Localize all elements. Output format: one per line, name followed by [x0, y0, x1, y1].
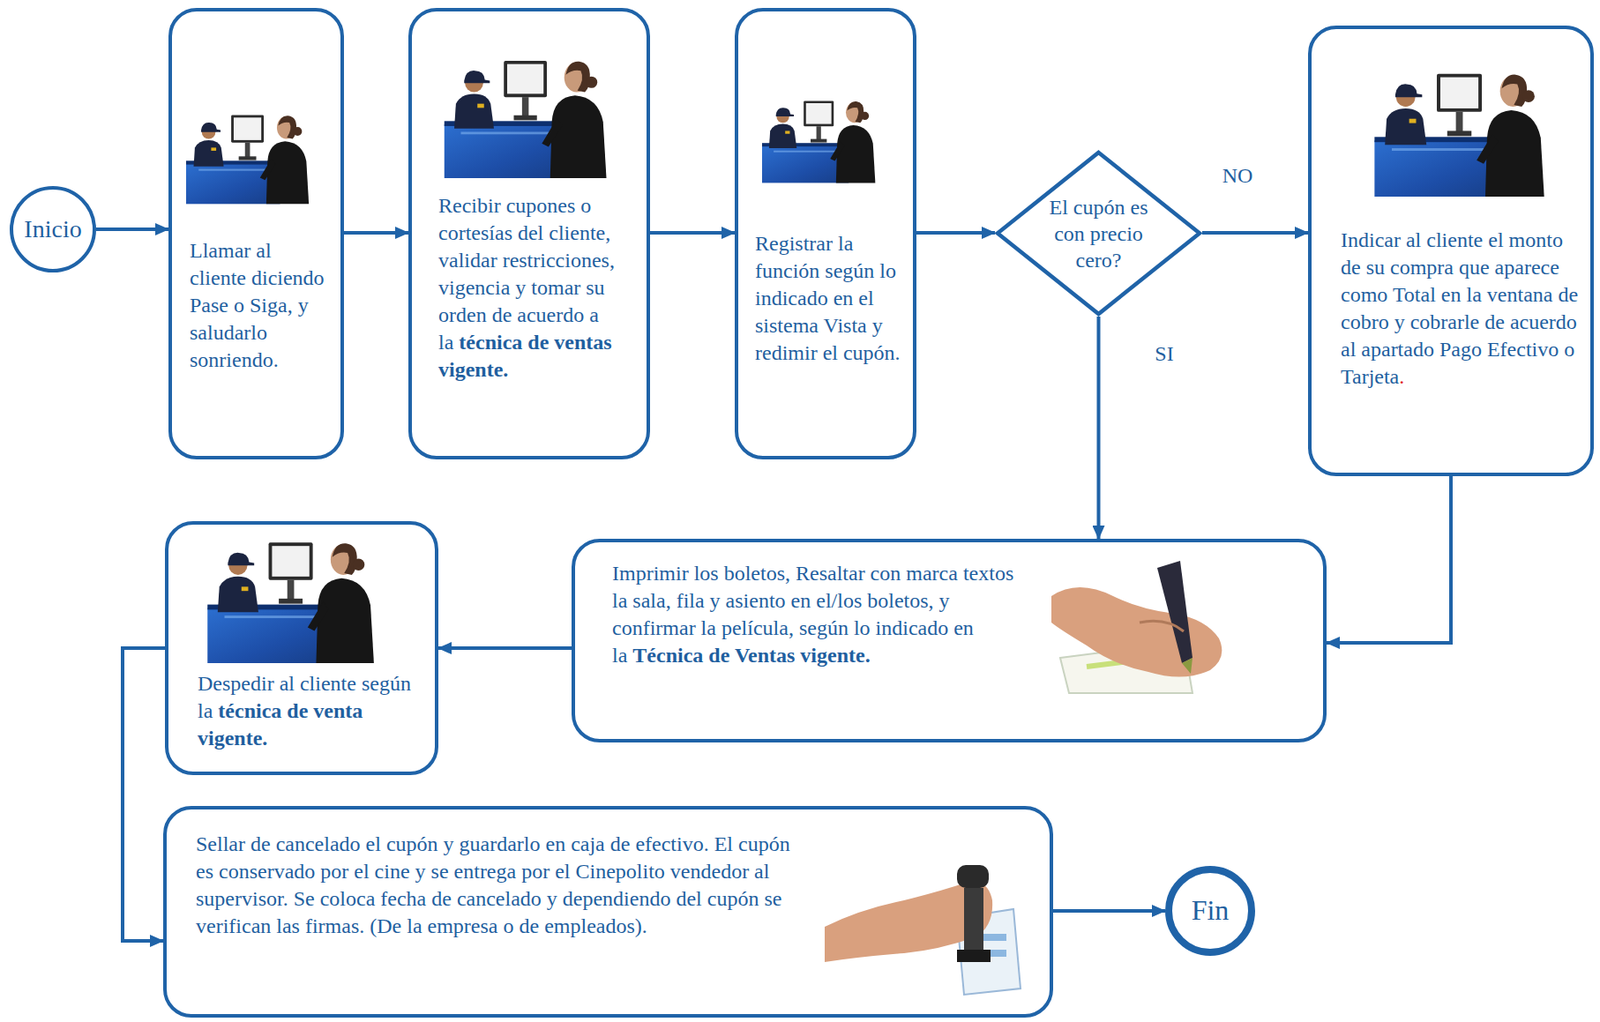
text-block: Inicio [23, 216, 82, 244]
counter-photo [1374, 74, 1544, 197]
text-block: Llamar al cliente diciendo Pase o Siga, … [189, 237, 330, 374]
flow-arrow [438, 646, 572, 651]
flow-arrow [96, 227, 169, 232]
diamond-shape [997, 152, 1200, 315]
counter-photo [186, 114, 309, 204]
node-text: Recibir cupones o cortesías del cliente,… [438, 194, 615, 354]
process-box: Indicar al cliente el monto de su compra… [1308, 25, 1594, 477]
node-text: Sellar de cancelado el cupón y guardarlo… [195, 832, 791, 938]
text-block: Sellar de cancelado el cupón y guardarlo… [195, 830, 794, 941]
flow-arrow [1202, 231, 1309, 235]
flow-arrow [1326, 476, 1451, 643]
node-text: Llamar al cliente diciendo Pase o Siga, … [189, 239, 325, 372]
end-circle: Fin [1165, 866, 1256, 957]
text-block: Fin [1191, 895, 1230, 927]
node-text: . [1398, 365, 1405, 389]
node-text: Registrar la función según lo indicado e… [755, 231, 901, 365]
stamp-hand [824, 865, 1021, 995]
text-block: Recibir cupones o cortesías del cliente,… [438, 192, 633, 384]
edge-label: NO [1219, 162, 1257, 189]
node-text: técnica de ventas vigente. [438, 330, 613, 382]
flow-arrow [343, 231, 409, 235]
decision-diamond: El cupón es con precio cero? [994, 149, 1203, 317]
process-box: Despedir al cliente según latécnica de v… [164, 521, 439, 776]
counter-photo [207, 542, 374, 664]
text-block: Indicar al cliente el monto de su compra… [1340, 226, 1580, 391]
flow-arrow [1097, 316, 1101, 539]
process-box: Recibir cupones o cortesías del cliente,… [408, 7, 651, 460]
text-block: Registrar la función según lo indicado e… [755, 230, 905, 367]
counter-photo [762, 100, 875, 183]
process-box: Imprimir los boletos, Resaltar con marca… [571, 538, 1327, 743]
node-text: El cupón es con precio cero? [1049, 195, 1149, 272]
node-text: Técnica de Ventas vigente. [632, 643, 870, 667]
text-block: Despedir al cliente según latécnica de v… [197, 670, 425, 753]
edge-label: SI [1151, 340, 1176, 367]
highlighter-hand [1051, 560, 1222, 694]
node-text: técnica de venta vigente. [197, 699, 363, 750]
start-circle: Inicio [9, 186, 97, 273]
text-block: El cupón es con precio cero? [1032, 194, 1166, 274]
process-box: Sellar de cancelado el cupón y guardarlo… [163, 806, 1054, 1018]
flow-arrow [916, 231, 995, 235]
counter-photo [444, 60, 607, 179]
process-box: Llamar al cliente diciendo Pase o Siga, … [168, 7, 344, 460]
process-box: Registrar la función según lo indicado e… [734, 7, 917, 460]
flow-arrow [122, 648, 165, 942]
flow-arrow [1053, 909, 1166, 913]
node-text: Fin [1191, 894, 1230, 927]
node-text: Indicar al cliente el monto de su compra… [1340, 228, 1578, 389]
node-text: Inicio [23, 215, 82, 243]
flow-arrow [650, 231, 735, 235]
text-block: Imprimir los boletos, Resaltar con marca… [612, 560, 1032, 670]
